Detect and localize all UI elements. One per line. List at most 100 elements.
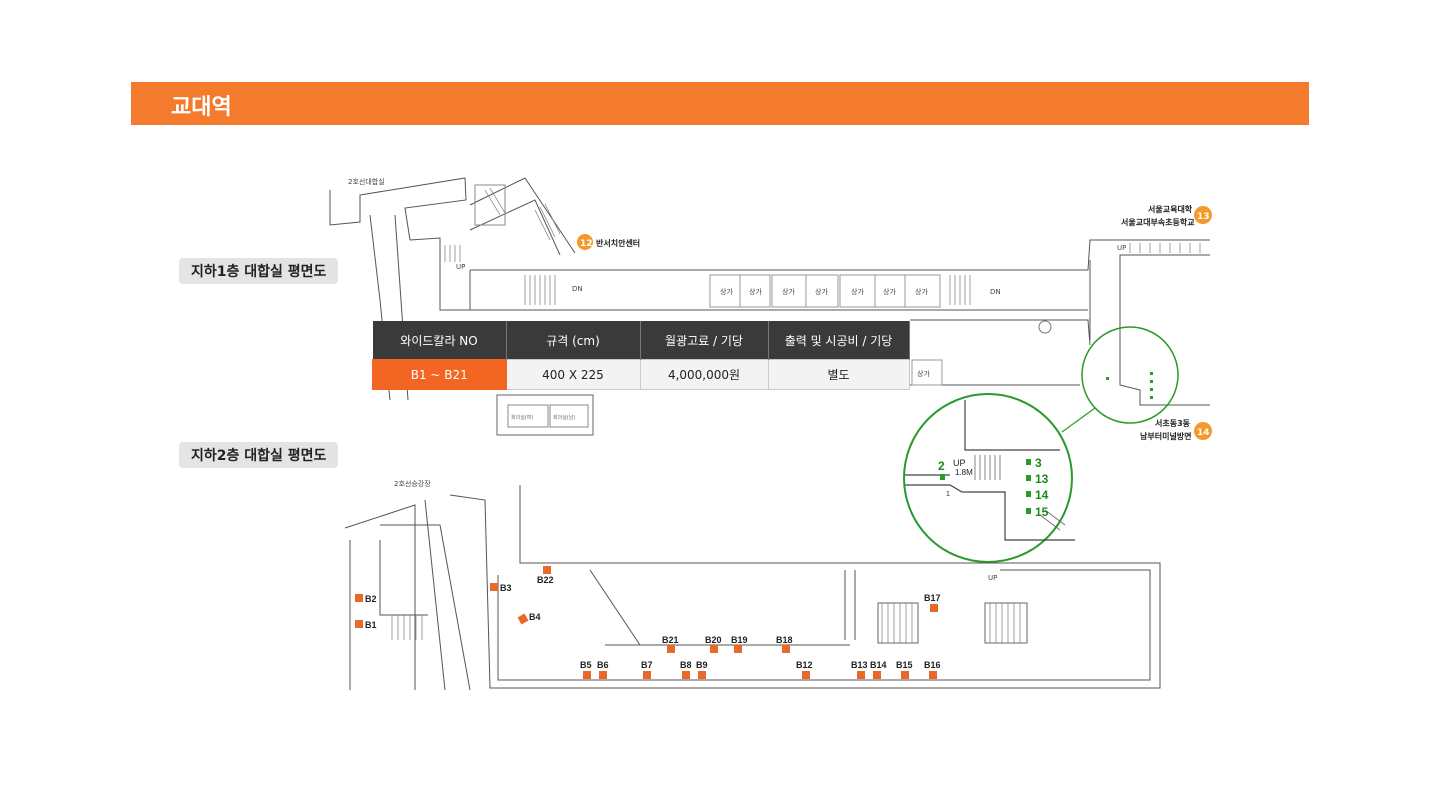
- zoom-ref: 1: [946, 491, 950, 498]
- svg-text:B5: B5: [580, 660, 592, 670]
- zoom-num-14: 14: [1035, 488, 1049, 502]
- zoom-num-13: 13: [1035, 472, 1049, 486]
- cell-no: B1 ~ B21: [372, 359, 507, 390]
- exit-13-line1: 서울교육대학: [1148, 204, 1193, 214]
- svg-text:B16: B16: [924, 660, 941, 670]
- zoom-connector: [1061, 407, 1096, 433]
- shop-label: 상가: [720, 287, 733, 296]
- marker-b14: B14: [870, 660, 887, 679]
- shop-label: 상가: [915, 287, 928, 296]
- marker-b20: B20: [705, 635, 722, 653]
- svg-text:B21: B21: [662, 635, 679, 645]
- station-title: 교대역: [171, 95, 232, 120]
- cell-production: 별도: [767, 359, 910, 390]
- marker-b2: B2: [355, 594, 377, 604]
- svg-text:B3: B3: [500, 583, 512, 593]
- exit-14-num: 14: [1197, 428, 1210, 438]
- marker-b16: B16: [924, 660, 941, 679]
- exit-13-num: 13: [1197, 212, 1210, 222]
- b1-dn-label: DN: [572, 285, 583, 293]
- svg-text:B19: B19: [731, 635, 748, 645]
- exit-14-marker: 서초동3동 남부터미널방면 14: [1140, 418, 1212, 441]
- marker-b18: B18: [776, 635, 793, 653]
- room-label: 회의실(여): [511, 414, 533, 421]
- b2-top-label: 2호선승강장: [394, 479, 431, 488]
- marker-b15: B15: [896, 660, 913, 679]
- header-production: 출력 및 시공비 / 기당: [768, 321, 910, 360]
- exit-12-marker: 12 반서치안센터: [577, 234, 640, 250]
- spec-header-row: 와이드칼라 NO 규격 (cm) 월광고료 / 기당 출력 및 시공비 / 기당: [372, 321, 910, 360]
- svg-text:B7: B7: [641, 660, 653, 670]
- svg-text:B18: B18: [776, 635, 793, 645]
- marker-b13: B13: [851, 660, 868, 679]
- exit-13-line2: 서울교대부속초등학교: [1121, 217, 1195, 227]
- marker-b5: B5: [580, 660, 592, 679]
- marker-b6: B6: [597, 660, 609, 679]
- b2-markers: B1 B2 B3 B4 B5 B6 B7 B8 B9 B12 B13 B14 B…: [355, 566, 941, 679]
- zoom-source-circle: [1081, 326, 1179, 424]
- zoom-up: UP: [953, 458, 966, 468]
- svg-text:B8: B8: [680, 660, 692, 670]
- svg-text:B14: B14: [870, 660, 887, 670]
- marker-b12: B12: [796, 660, 813, 679]
- svg-text:B6: B6: [597, 660, 609, 670]
- floor-b1-label: 지하1층 대합실 평면도: [179, 258, 339, 284]
- small-green-markers: [1106, 372, 1153, 399]
- marker-b3: B3: [490, 583, 512, 593]
- marker-b19: B19: [731, 635, 748, 653]
- exit-12-name: 반서치안센터: [596, 238, 640, 248]
- title-bar: 교대역: [131, 82, 1309, 125]
- b2-stairs: [391, 603, 1021, 643]
- svg-text:B20: B20: [705, 635, 722, 645]
- marker-b8: B8: [680, 660, 692, 679]
- b1-up-label: UP: [456, 263, 465, 271]
- exit-13-marker: 서울교육대학 서울교대부속초등학교 13: [1121, 204, 1212, 227]
- marker-b9: B9: [696, 660, 708, 679]
- cell-size: 400 X 225: [505, 359, 641, 390]
- svg-text:B12: B12: [796, 660, 813, 670]
- shop-label: 상가: [851, 287, 864, 296]
- svg-text:B13: B13: [851, 660, 868, 670]
- spec-data-row: B1 ~ B21 400 X 225 4,000,000원 별도: [372, 359, 910, 390]
- room-label: 회의실(남): [553, 414, 575, 421]
- marker-b21: B21: [662, 635, 679, 653]
- b1-top-label: 2호선대합실: [348, 177, 385, 186]
- exit-14-line1: 서초동3동: [1155, 418, 1191, 428]
- b1-floor-plan: [329, 177, 1210, 436]
- shop-label: 상가: [782, 287, 795, 296]
- zoom-num-2: 2: [938, 459, 945, 473]
- marker-b17: B17: [924, 593, 941, 612]
- shop-label: 상가: [883, 287, 896, 296]
- exit-12-num: 12: [580, 239, 593, 249]
- floor-b2-label: 지하2층 대합실 평면도: [179, 442, 339, 468]
- b2-floor-plan: [344, 485, 1161, 691]
- shop-label: 상가: [749, 287, 762, 296]
- spec-table: 와이드칼라 NO 규격 (cm) 월광고료 / 기당 출력 및 시공비 / 기당…: [372, 321, 910, 390]
- marker-b22: B22: [537, 566, 554, 585]
- shop-label: 상가: [815, 287, 828, 296]
- b2-up-label: UP: [988, 574, 997, 582]
- marker-b1: B1: [355, 620, 377, 630]
- b1-dn-label: DN: [990, 288, 1001, 296]
- svg-text:B15: B15: [896, 660, 913, 670]
- header-size: 규격 (cm): [506, 321, 641, 360]
- svg-text:B17: B17: [924, 593, 941, 603]
- svg-text:B1: B1: [365, 620, 377, 630]
- exit-14-line2: 남부터미널방면: [1140, 431, 1192, 441]
- svg-text:B22: B22: [537, 575, 554, 585]
- zoom-num-3: 3: [1035, 456, 1042, 470]
- zoom-inset: 2 UP 1.8M 1 3 13 14 15: [903, 393, 1075, 563]
- zoom-num-15: 15: [1035, 505, 1049, 519]
- marker-b7: B7: [641, 660, 653, 679]
- zoom-height: 1.8M: [955, 468, 973, 477]
- header-fee: 월광고료 / 기당: [640, 321, 769, 360]
- marker-b4: B4: [517, 612, 541, 625]
- svg-text:B2: B2: [365, 594, 377, 604]
- b1-up-label: UP: [1117, 244, 1126, 252]
- svg-text:B4: B4: [529, 612, 541, 622]
- shop-label: 상가: [917, 369, 930, 378]
- header-no: 와이드칼라 NO: [372, 321, 507, 360]
- svg-text:B9: B9: [696, 660, 708, 670]
- cell-fee: 4,000,000원: [639, 359, 769, 390]
